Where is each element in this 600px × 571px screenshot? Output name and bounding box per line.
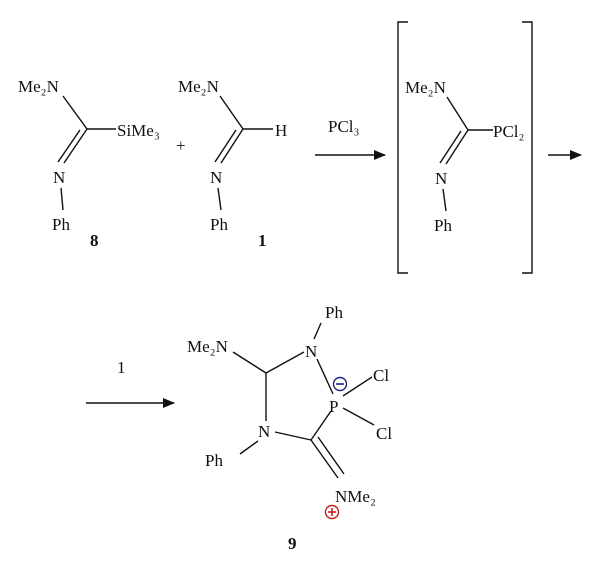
intermediate-phosphorus-group: PCl₂: [493, 122, 524, 141]
negative-charge-icon: [332, 376, 348, 392]
product-9-ring-bond-p-c: [310, 410, 332, 441]
compound-1-imine-n: N: [210, 168, 222, 187]
product-9-chloro-1: Cl: [373, 366, 389, 385]
positive-charge-icon: [324, 504, 340, 520]
compound-1-double-bond-b: [214, 129, 237, 163]
compound-8-double-bond-a: [63, 128, 88, 164]
product-9-double-bond-b: [317, 436, 345, 475]
plus-sign: +: [176, 136, 186, 155]
left-bracket: [397, 21, 408, 274]
right-bracket: [522, 21, 533, 274]
product-9-phenyl-top: Ph: [325, 303, 343, 322]
compound-8-bond-phenyl: [60, 187, 64, 211]
compound-1-label: 1: [258, 231, 267, 250]
intermediate-bond-phenyl: [442, 188, 447, 212]
product-9-bond-chloro-2: [342, 407, 375, 426]
product-9-ring-n-bottom: N: [258, 422, 270, 441]
compound-8-double-bond-b: [57, 129, 81, 163]
product-9-ring-bond-ntop-p: [316, 358, 334, 395]
compound-8: Me₂N SiMe₃ N Ph 8: [18, 77, 160, 250]
product-9-ring-bond-c-nbottom: [274, 431, 312, 441]
reaction-arrow-1: PCl₃: [315, 117, 386, 160]
compound-1-hydrogen: H: [275, 121, 287, 140]
compound-8-bond-amine: [62, 95, 88, 130]
product-9-amine: Me₂N: [187, 337, 228, 356]
product-9-phenyl-bottom: Ph: [205, 451, 223, 470]
compound-1: Me₂N H N Ph 1: [178, 77, 287, 250]
compound-1-bond-amine: [219, 95, 244, 130]
intermediate: Me₂N PCl₂ N Ph: [397, 21, 533, 274]
compound-1-phenyl: Ph: [210, 215, 228, 234]
intermediate-phenyl: Ph: [434, 216, 452, 235]
intermediate-amine: Me₂N: [405, 78, 446, 97]
arrow-2-reagent: 1: [117, 358, 126, 377]
product-9-bond-phenyl-bottom: [239, 440, 259, 455]
compound-8-label: 8: [90, 231, 99, 250]
product-9-chloro-2: Cl: [376, 424, 392, 443]
product-9-iminium: NMe₂: [335, 487, 376, 506]
product-9-phosphorus: P: [329, 397, 338, 416]
product-9-bond-phenyl-top: [313, 322, 322, 340]
compound-1-bond-phenyl: [217, 187, 222, 211]
compound-8-imine-n: N: [53, 168, 65, 187]
product-9-double-bond-a: [310, 439, 339, 479]
product-9-bond-chloro-1: [342, 376, 373, 397]
intermediate-double-bond-a: [445, 129, 469, 165]
product-9-ring-n-top: N: [305, 342, 317, 361]
product-9: Me₂N N P N Ph Ph Cl Cl NMe₂ 9: [187, 303, 392, 553]
intermediate-bond-amine: [446, 96, 469, 131]
compound-1-amine: Me₂N: [178, 77, 219, 96]
intermediate-double-bond-b: [439, 130, 462, 164]
intermediate-imine-n: N: [435, 169, 447, 188]
compound-1-double-bond-a: [220, 128, 244, 164]
compound-8-amine: Me₂N: [18, 77, 59, 96]
arrow-1-reagent: PCl₃: [328, 117, 360, 136]
product-9-label: 9: [288, 534, 297, 553]
compound-8-phenyl: Ph: [52, 215, 70, 234]
product-9-ring-bond-c-ntop: [265, 351, 305, 374]
product-9-bond-amine: [232, 351, 267, 374]
compound-8-silyl: SiMe₃: [117, 121, 160, 140]
reaction-arrow-2: 1: [86, 358, 175, 408]
